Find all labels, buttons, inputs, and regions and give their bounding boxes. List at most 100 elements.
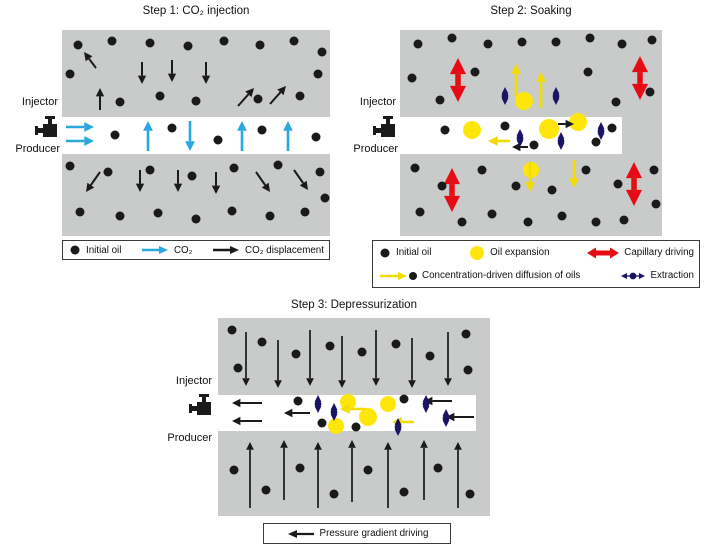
oil-dot bbox=[500, 121, 510, 131]
press-arrow bbox=[454, 442, 462, 450]
oil-dot bbox=[470, 67, 480, 77]
oil-dot bbox=[487, 209, 497, 219]
oil-dot bbox=[110, 130, 120, 140]
extraction-arrow bbox=[597, 133, 605, 140]
oil-dot bbox=[351, 422, 361, 432]
step1-wellhead-icon bbox=[45, 116, 55, 119]
cap-arrow bbox=[443, 168, 461, 185]
extraction-arrow bbox=[501, 98, 509, 105]
oil-dot bbox=[437, 181, 447, 191]
step3-wellhead-icon bbox=[202, 397, 206, 402]
oil-dot bbox=[227, 325, 237, 335]
press-arrow bbox=[246, 442, 254, 450]
oil-dot bbox=[145, 38, 155, 48]
co2-arrow bbox=[84, 122, 94, 132]
oil-expansion-circle bbox=[569, 113, 587, 131]
oil-dot bbox=[611, 97, 621, 107]
oil-dot bbox=[583, 67, 593, 77]
oil-expansion-circle bbox=[515, 92, 533, 110]
oil-dot bbox=[435, 95, 445, 105]
legend-sym-arrow-black bbox=[213, 246, 240, 254]
oil-dot bbox=[523, 217, 533, 227]
step1-wellhead-icon bbox=[48, 119, 52, 124]
oil-dot bbox=[261, 485, 271, 495]
oil-dot bbox=[295, 91, 305, 101]
oil-dot bbox=[551, 37, 561, 47]
legend-label: Capillary driving bbox=[624, 247, 694, 258]
cap-arrow bbox=[449, 85, 467, 102]
legend-item: Pressure gradient driving bbox=[286, 526, 428, 542]
disp-arrow bbox=[245, 88, 254, 98]
oil-dot bbox=[511, 181, 521, 191]
oil-expansion-circle bbox=[340, 394, 356, 410]
cap-arrow bbox=[631, 83, 649, 100]
oil-dot bbox=[617, 39, 627, 49]
panel1-producer-label: Producer bbox=[15, 143, 60, 155]
diff-arrow bbox=[536, 72, 546, 82]
oil-dot bbox=[325, 341, 335, 351]
oil-dot bbox=[291, 349, 301, 359]
oil-dot bbox=[329, 489, 339, 499]
extraction-arrow bbox=[557, 143, 565, 150]
disp-arrow bbox=[277, 86, 286, 96]
extraction-arrow bbox=[516, 140, 524, 147]
disp-arrow bbox=[137, 75, 147, 84]
flow-arrow bbox=[512, 142, 521, 152]
extraction-arrow bbox=[442, 420, 450, 427]
panel3-producer-label: Producer bbox=[167, 432, 212, 444]
oil-dot bbox=[557, 211, 567, 221]
oil-dot bbox=[167, 123, 177, 133]
oil-dot bbox=[415, 207, 425, 217]
extraction-dot bbox=[552, 92, 560, 100]
extraction-arrow bbox=[314, 406, 322, 413]
flow-arrow bbox=[232, 398, 241, 408]
panel1-injector-label: Injector bbox=[21, 96, 58, 108]
oil-dot bbox=[591, 217, 601, 227]
cap-arrow bbox=[625, 162, 643, 179]
oil-dot bbox=[517, 37, 527, 47]
legend-item: Initial oil bbox=[68, 242, 121, 258]
disp-arrow bbox=[211, 185, 221, 194]
flow-arrow bbox=[284, 408, 293, 418]
oil-dot bbox=[213, 135, 223, 145]
extraction-dot bbox=[330, 408, 338, 416]
press-arrow bbox=[444, 378, 452, 386]
oil-dot bbox=[227, 206, 237, 216]
oil-dot bbox=[191, 96, 201, 106]
oil-dot bbox=[289, 36, 299, 46]
cap-arrow bbox=[443, 195, 461, 212]
oil-dot bbox=[73, 40, 83, 50]
oil-dot bbox=[647, 35, 657, 45]
legend-sym-dot bbox=[380, 248, 390, 257]
extraction-arrow bbox=[330, 414, 338, 421]
oil-dot bbox=[581, 165, 591, 175]
legend-item: Initial oil bbox=[378, 245, 431, 261]
oil-dot bbox=[313, 69, 323, 79]
press-arrow bbox=[280, 440, 288, 448]
oil-dot bbox=[253, 94, 263, 104]
oil-dot bbox=[465, 489, 475, 499]
oil-dot bbox=[219, 36, 229, 46]
legend-label: Initial oil bbox=[86, 244, 122, 256]
oil-dot bbox=[229, 163, 239, 173]
oil-dot bbox=[315, 167, 325, 177]
disp-arrow bbox=[173, 183, 183, 192]
oil-dot bbox=[187, 171, 197, 181]
oil-dot bbox=[115, 211, 125, 221]
extraction-arrow bbox=[314, 395, 322, 402]
press-arrow bbox=[384, 442, 392, 450]
oil-dot bbox=[440, 125, 450, 135]
oil-dot bbox=[233, 363, 243, 373]
extraction-arrow bbox=[442, 409, 450, 416]
step3-wellhead-icon bbox=[189, 404, 192, 413]
disp-arrow bbox=[255, 171, 267, 186]
disp-arrow bbox=[135, 183, 145, 192]
oil-dot bbox=[191, 214, 201, 224]
oil-dot bbox=[255, 40, 265, 50]
oil-dot bbox=[145, 165, 155, 175]
legend-label: Extraction bbox=[650, 270, 694, 281]
disp-arrow bbox=[261, 182, 270, 192]
oil-expansion-circle bbox=[359, 408, 377, 426]
